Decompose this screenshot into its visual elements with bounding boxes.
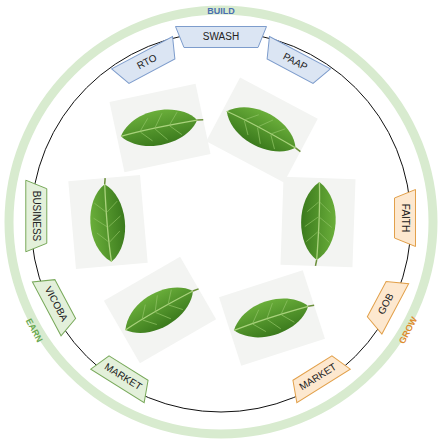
tab-box: SWASH — [175, 26, 267, 48]
leaf-image — [109, 84, 210, 173]
tab-box: FAITH — [394, 189, 416, 247]
leaf-image — [206, 78, 318, 183]
inner-circle — [31, 32, 411, 412]
leaf-image — [104, 257, 216, 363]
tab-box: RTO — [111, 36, 183, 88]
tab-outline — [260, 37, 331, 88]
tab-outline — [91, 351, 156, 402]
leaf-image — [68, 175, 147, 269]
tab-outline — [363, 274, 408, 334]
ring-label: BUILD — [207, 7, 235, 16]
tab-box: BUSINESS — [25, 180, 47, 253]
tab-outline — [286, 351, 351, 402]
tab-outline — [112, 37, 183, 88]
tab-label: BUSINESS — [31, 191, 41, 242]
tab-outline — [176, 27, 267, 48]
tab-outline — [395, 190, 416, 247]
outer-ring — [9, 10, 433, 434]
tab-outline — [32, 272, 79, 336]
tab-box: PAAP — [259, 36, 331, 88]
tab-label: SWASH — [203, 32, 239, 42]
tab-label: FAITH — [400, 204, 410, 232]
leaf-image — [280, 177, 355, 267]
leaf-image — [219, 270, 325, 366]
tab-outline — [26, 180, 47, 252]
